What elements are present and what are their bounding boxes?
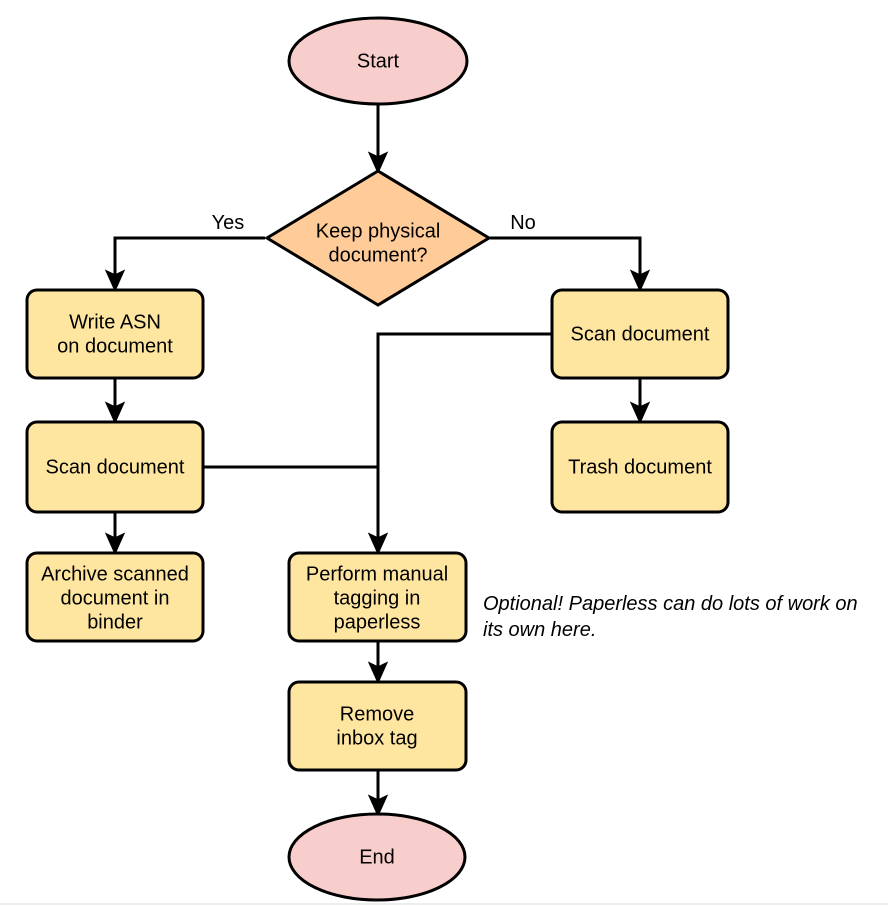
annotation-optional-note: Optional! Paperless can do lots of work …: [483, 593, 858, 641]
node-archive-scanned-document[interactable]: Archive scanned document in binder: [25, 551, 205, 643]
archive-label-line3: binder: [87, 611, 143, 633]
node-remove-inbox-tag[interactable]: Remove inbox tag: [287, 680, 468, 772]
node-perform-manual-tagging[interactable]: Perform manual tagging in paperless: [287, 551, 468, 643]
node-scan-document-right[interactable]: Scan document: [550, 288, 730, 380]
scan-left-label: Scan document: [46, 456, 185, 478]
manual-tagging-label-line1: Perform manual: [306, 563, 448, 585]
decision-label-line1: Keep physical: [316, 220, 441, 242]
edge-decision-yes-to-write-asn: [104, 236, 265, 293]
node-write-asn-on-document[interactable]: Write ASN on document: [25, 288, 205, 380]
manual-tagging-label-line3: paperless: [334, 611, 421, 633]
edge-decision-no-to-scan-right: [490, 236, 651, 293]
edge-label-yes: Yes: [212, 212, 245, 234]
decision-label-line2: document?: [329, 244, 428, 266]
write-asn-box: [25, 288, 205, 380]
node-decision-keep-physical-document[interactable]: Keep physical document?: [264, 169, 492, 307]
edge-label-no: No: [510, 212, 536, 234]
end-label: End: [359, 846, 395, 868]
node-start[interactable]: Start: [287, 16, 469, 106]
archive-box: [25, 551, 205, 643]
edge-scan-right-to-manual-tagging: [367, 332, 552, 556]
node-end[interactable]: End: [287, 812, 467, 902]
remove-inbox-label-line2: inbox tag: [336, 727, 417, 749]
start-label: Start: [357, 50, 400, 72]
start-ellipse: [287, 16, 469, 106]
node-scan-document-left[interactable]: Scan document: [25, 420, 205, 514]
annotation-line2: its own here.: [483, 619, 596, 641]
archive-label-line1: Archive scanned: [41, 563, 189, 585]
write-asn-label-line1: Write ASN: [69, 311, 161, 333]
trash-label: Trash document: [568, 456, 712, 478]
remove-inbox-box: [287, 680, 468, 772]
scan-left-box: [25, 420, 205, 514]
end-ellipse: [287, 812, 467, 902]
manual-tagging-label-line2: tagging in: [334, 587, 421, 609]
archive-label-line2: document in: [61, 587, 170, 609]
remove-inbox-label-line1: Remove: [340, 703, 414, 725]
node-trash-document[interactable]: Trash document: [550, 420, 730, 514]
decision-diamond: [264, 169, 492, 307]
scan-right-box: [550, 288, 730, 380]
manual-tagging-box: [287, 551, 468, 643]
scan-right-label: Scan document: [571, 323, 710, 345]
trash-box: [550, 420, 730, 514]
annotation-line1: Optional! Paperless can do lots of work …: [483, 593, 858, 615]
write-asn-label-line2: on document: [57, 335, 173, 357]
